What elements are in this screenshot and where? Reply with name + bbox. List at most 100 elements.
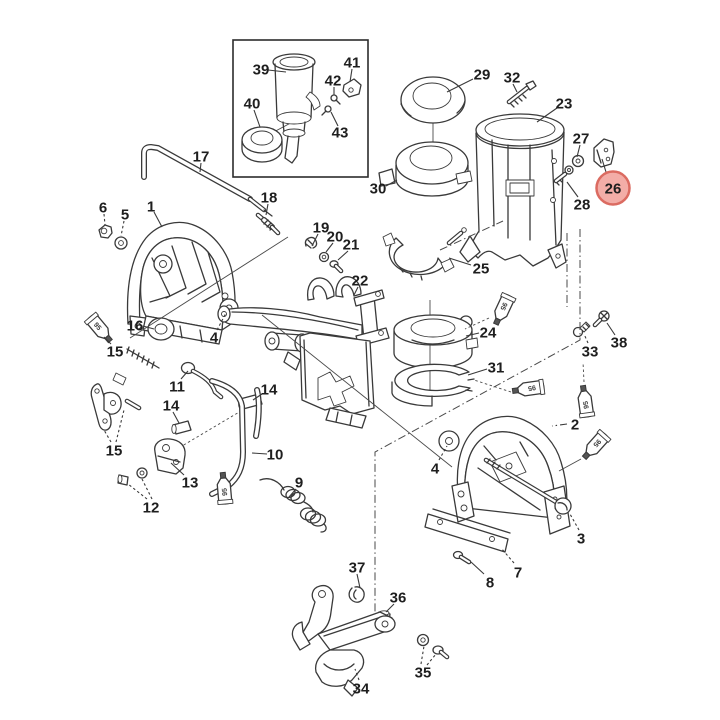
part-9-springs [259,478,327,533]
callout-42: 42 [325,73,341,95]
part-number-38: 38 [611,335,628,352]
part-20-washer [318,251,330,263]
callout-6: 6 [99,200,107,226]
leader-line [253,109,261,128]
part-number-19: 19 [313,220,330,237]
part-number-37: 37 [349,560,366,577]
leader-line [385,179,398,187]
part-number-2: 2 [571,417,579,434]
leader-line [337,250,349,261]
leader-line [251,452,268,455]
leader-line [349,68,353,83]
callout-29: 29 [446,67,490,93]
part-number-36: 36 [390,590,407,607]
leader-line [288,488,297,498]
tubes-layer: 95 95 95 95 95 [83,291,612,506]
part-39-swivel-tube [269,53,321,164]
part-number-6: 6 [99,200,107,217]
leader-line [115,409,125,443]
callout-15: 15 [103,409,125,460]
callout-5: 5 [120,207,129,237]
part-number-30: 30 [370,181,387,198]
leader-line [426,653,437,666]
callout-18: 18 [261,190,278,216]
callout-2: 2 [551,417,579,434]
part-number-12: 12 [143,500,160,517]
part-number-16: 16 [127,318,144,335]
callout-11: 11 [169,370,189,396]
highlight-circle [595,170,631,206]
part-32-bolt [506,80,537,108]
leader-line [170,462,185,476]
part-number-17: 17 [193,149,210,166]
leader-line [172,411,180,424]
callout-17: 17 [193,149,210,173]
part-14-pin-left [171,420,192,435]
adhesive-tube-95: 95 [216,471,234,506]
callout-10: 10 [251,447,284,464]
leader-line [325,242,334,253]
callout-31: 31 [467,360,504,377]
part-11-link-rod [180,361,224,400]
part-number-25: 25 [473,261,490,278]
part-number-1: 1 [147,199,155,216]
part-number-33: 33 [582,344,599,361]
part-40-bearing-ring [241,126,283,163]
parts-layer [90,39,615,697]
callout-25: 25 [448,257,490,278]
leader-line [127,483,148,500]
callout-26-highlighted: 26 [595,158,631,206]
adhesive-tube-95: 95 [581,428,612,461]
part-number-32: 32 [504,70,521,87]
part-number-28: 28 [574,197,591,214]
callout-4: 4 [210,312,227,347]
leader-line [446,78,474,93]
callout-22: 22 [352,273,368,296]
part-number-27: 27 [573,131,590,148]
leader-line [385,603,395,613]
part-16-bushing [147,317,175,341]
leader-line [142,325,155,330]
part-4-washer-right [438,430,460,452]
part-37-clip [348,586,365,603]
part-number-41: 41 [344,55,361,72]
leader-line [576,144,581,158]
callout-28: 28 [566,181,591,214]
part-35-washer-bolt [416,633,450,660]
part-number-21: 21 [343,237,360,254]
callout-23: 23 [536,96,573,123]
part-number-40: 40 [244,96,261,113]
callout-41: 41 [344,55,361,83]
callout-21: 21 [337,237,360,261]
part-number-18: 18 [261,190,278,207]
part-number-39: 39 [253,62,270,79]
callout-35: 35 [415,645,437,682]
leader-line [536,107,558,123]
part-number-15: 15 [107,344,124,361]
part-number-14: 14 [261,382,278,399]
callout-33: 33 [582,333,599,361]
callout-9: 9 [288,475,303,498]
part-19-spring-pin [304,236,318,249]
part-13-bracket [154,438,186,475]
callout-20: 20 [325,229,344,253]
part-8-screw [452,550,472,565]
callout-7: 7 [500,547,522,582]
leader-line [583,333,589,344]
part-21-screw [329,260,344,274]
part-43-screw [321,105,332,116]
callout-8: 8 [470,561,494,592]
leader-line [465,332,480,337]
part-number-20: 20 [327,229,344,246]
part-28-stud [553,171,568,186]
leader-line [601,158,607,173]
adhesive-tube-95: 95 [511,378,546,397]
part-27-washer [564,154,585,175]
part-31-split-ring [391,363,475,407]
part-number-23: 23 [556,96,573,113]
part-30-bearing-carrier [378,141,473,197]
part-number-10: 10 [267,447,284,464]
